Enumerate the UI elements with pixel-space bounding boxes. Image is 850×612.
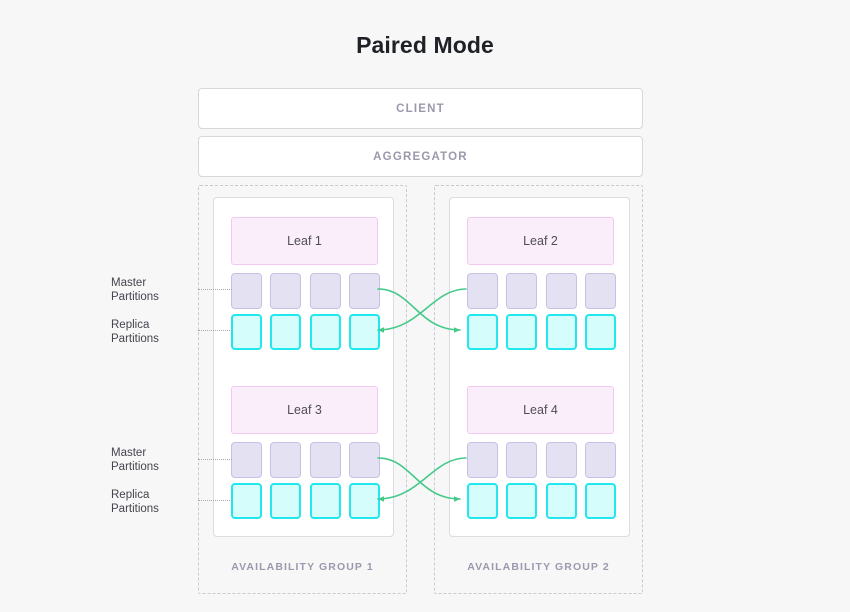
page-title: Paired Mode	[356, 32, 494, 58]
replica-partition[interactable]	[467, 314, 498, 350]
annotation-line-2: Partitions	[111, 503, 159, 515]
leaf-3-replica-row	[231, 483, 380, 519]
ag2-node-box: Leaf 2 Leaf 4	[449, 197, 630, 537]
leaf-1-replica-row	[231, 314, 380, 350]
aggregator-box[interactable]: AGGREGATOR	[198, 136, 643, 177]
leaf-4-box[interactable]: Leaf 4	[467, 386, 614, 434]
master-partition[interactable]	[467, 273, 498, 309]
aggregator-label: AGGREGATOR	[373, 150, 468, 163]
leader-line-replica-top	[198, 330, 232, 331]
leaf-2-label: Leaf 2	[523, 234, 558, 248]
leaf-3-label: Leaf 3	[287, 403, 322, 417]
leaf-4-label: Leaf 4	[523, 403, 558, 417]
availability-group-1[interactable]: Leaf 1 Leaf 3	[198, 185, 407, 594]
leaf-4-replica-row	[467, 483, 616, 519]
availability-group-2[interactable]: Leaf 2 Leaf 4	[434, 185, 643, 594]
leader-line-master-top	[198, 289, 232, 290]
leaf-2-replica-row	[467, 314, 616, 350]
availability-group-2-label: AVAILABILITY GROUP 2	[467, 561, 610, 573]
ag1-node-box: Leaf 1 Leaf 3	[213, 197, 394, 537]
client-box[interactable]: CLIENT	[198, 88, 643, 129]
master-partition[interactable]	[309, 442, 341, 478]
master-partition[interactable]	[231, 442, 262, 478]
leaf-3-master-row	[231, 442, 380, 478]
master-partition[interactable]	[545, 273, 577, 309]
annotation-line-2: Partitions	[111, 333, 159, 345]
leaf-2-master-row	[467, 273, 616, 309]
master-partition[interactable]	[467, 442, 498, 478]
replica-partition[interactable]	[506, 483, 538, 519]
leaf-2-box[interactable]: Leaf 2	[467, 217, 614, 265]
master-partition[interactable]	[309, 273, 341, 309]
replica-partition[interactable]	[467, 483, 498, 519]
master-partition[interactable]	[231, 273, 262, 309]
leader-line-replica-bottom	[198, 500, 232, 501]
replica-partition[interactable]	[348, 483, 380, 519]
replica-partition[interactable]	[545, 483, 577, 519]
replica-partition[interactable]	[309, 483, 341, 519]
master-partition[interactable]	[270, 442, 302, 478]
master-partition[interactable]	[506, 442, 538, 478]
annotation-replica-partitions-top: Replica Partitions	[111, 318, 197, 346]
availability-group-1-label: AVAILABILITY GROUP 1	[231, 561, 374, 573]
replica-partition[interactable]	[545, 314, 577, 350]
replica-partition[interactable]	[584, 483, 616, 519]
replica-partition[interactable]	[584, 314, 616, 350]
client-label: CLIENT	[396, 102, 445, 115]
leaf-4-master-row	[467, 442, 616, 478]
annotation-line-1: Replica	[111, 489, 150, 501]
replica-partition[interactable]	[231, 483, 262, 519]
master-partition[interactable]	[584, 442, 616, 478]
master-partition[interactable]	[506, 273, 538, 309]
replica-partition[interactable]	[270, 483, 302, 519]
replica-partition[interactable]	[506, 314, 538, 350]
master-partition[interactable]	[584, 273, 616, 309]
leaf-1-label: Leaf 1	[287, 234, 322, 248]
replica-partition[interactable]	[231, 314, 262, 350]
master-partition[interactable]	[348, 273, 380, 309]
replica-partition[interactable]	[348, 314, 380, 350]
master-partition[interactable]	[270, 273, 302, 309]
annotation-line-1: Master	[111, 447, 147, 459]
master-partition[interactable]	[348, 442, 380, 478]
master-partition[interactable]	[545, 442, 577, 478]
annotation-line-2: Partitions	[111, 291, 159, 303]
leaf-3-box[interactable]: Leaf 3	[231, 386, 378, 434]
replica-partition[interactable]	[309, 314, 341, 350]
replica-partition[interactable]	[270, 314, 302, 350]
annotation-master-partitions-bottom: Master Partitions	[111, 446, 197, 474]
annotation-line-2: Partitions	[111, 461, 159, 473]
annotation-line-1: Master	[111, 277, 147, 289]
annotation-line-1: Replica	[111, 319, 150, 331]
annotation-replica-partitions-bottom: Replica Partitions	[111, 488, 197, 516]
leader-line-master-bottom	[198, 459, 232, 460]
leaf-1-box[interactable]: Leaf 1	[231, 217, 378, 265]
annotation-master-partitions-top: Master Partitions	[111, 276, 197, 304]
leaf-1-master-row	[231, 273, 380, 309]
